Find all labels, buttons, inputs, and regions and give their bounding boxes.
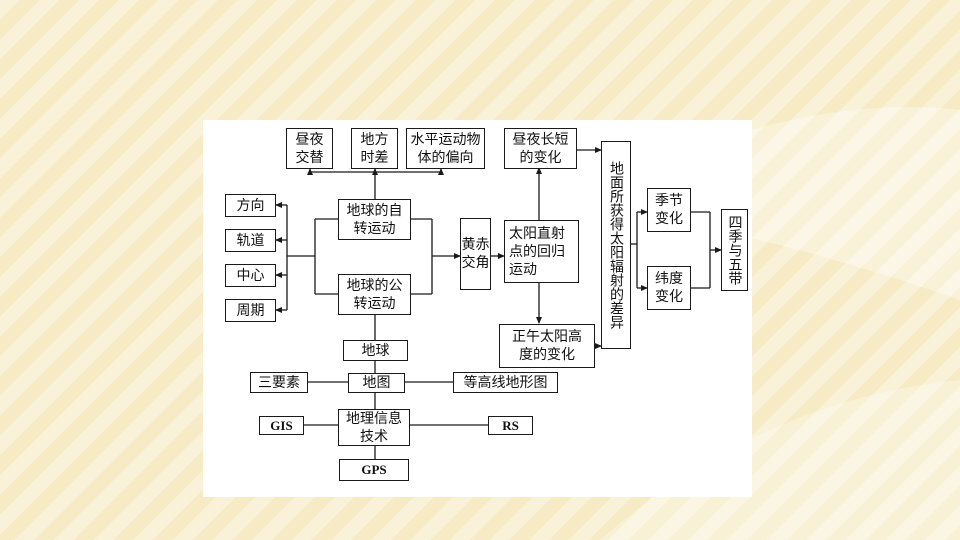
node-center: 中心 <box>225 264 276 287</box>
node-rs: RS <box>488 416 533 435</box>
node-solar-radiation-difference: 地面所获得太阳辐射的差异 <box>601 141 631 349</box>
node-four-seasons-zones: 四季与五带 <box>721 209 748 291</box>
node-horizontal-deflection: 水平运动物 体的偏向 <box>406 128 485 169</box>
node-period: 周期 <box>225 299 276 322</box>
node-contour-map: 等高线地形图 <box>453 372 558 393</box>
connector-lines <box>275 147 722 459</box>
node-noon-altitude-change: 正午太阳高 度的变化 <box>499 324 595 368</box>
node-map: 地图 <box>348 373 405 393</box>
node-orbit: 轨道 <box>225 229 276 252</box>
node-gis: GIS <box>259 416 304 435</box>
node-local-time-difference: 地方 时差 <box>351 128 398 169</box>
diagram-card: 昼夜 交替 地方 时差 水平运动物 体的偏向 昼夜长短 的变化 地面所获得太阳辐… <box>203 120 752 497</box>
node-earth: 地球 <box>343 340 408 361</box>
node-day-night-alternation: 昼夜 交替 <box>286 128 333 169</box>
node-earth-rotation: 地球的自 转运动 <box>338 199 411 240</box>
node-day-length-change: 昼夜长短 的变化 <box>504 128 577 169</box>
node-subsolar-migration: 太阳直射 点的回归 运动 <box>504 220 579 283</box>
node-obliquity: 黄赤 交角 <box>460 218 491 290</box>
node-direction: 方向 <box>225 194 276 217</box>
node-gps: GPS <box>339 459 409 481</box>
node-geo-info-tech: 地理信息 技术 <box>338 409 410 446</box>
node-earth-revolution: 地球的公 转运动 <box>338 274 411 315</box>
node-three-elements: 三要素 <box>250 372 308 393</box>
node-latitude-change: 纬度 变化 <box>647 266 691 310</box>
node-seasons-change: 季节 变化 <box>647 188 691 232</box>
